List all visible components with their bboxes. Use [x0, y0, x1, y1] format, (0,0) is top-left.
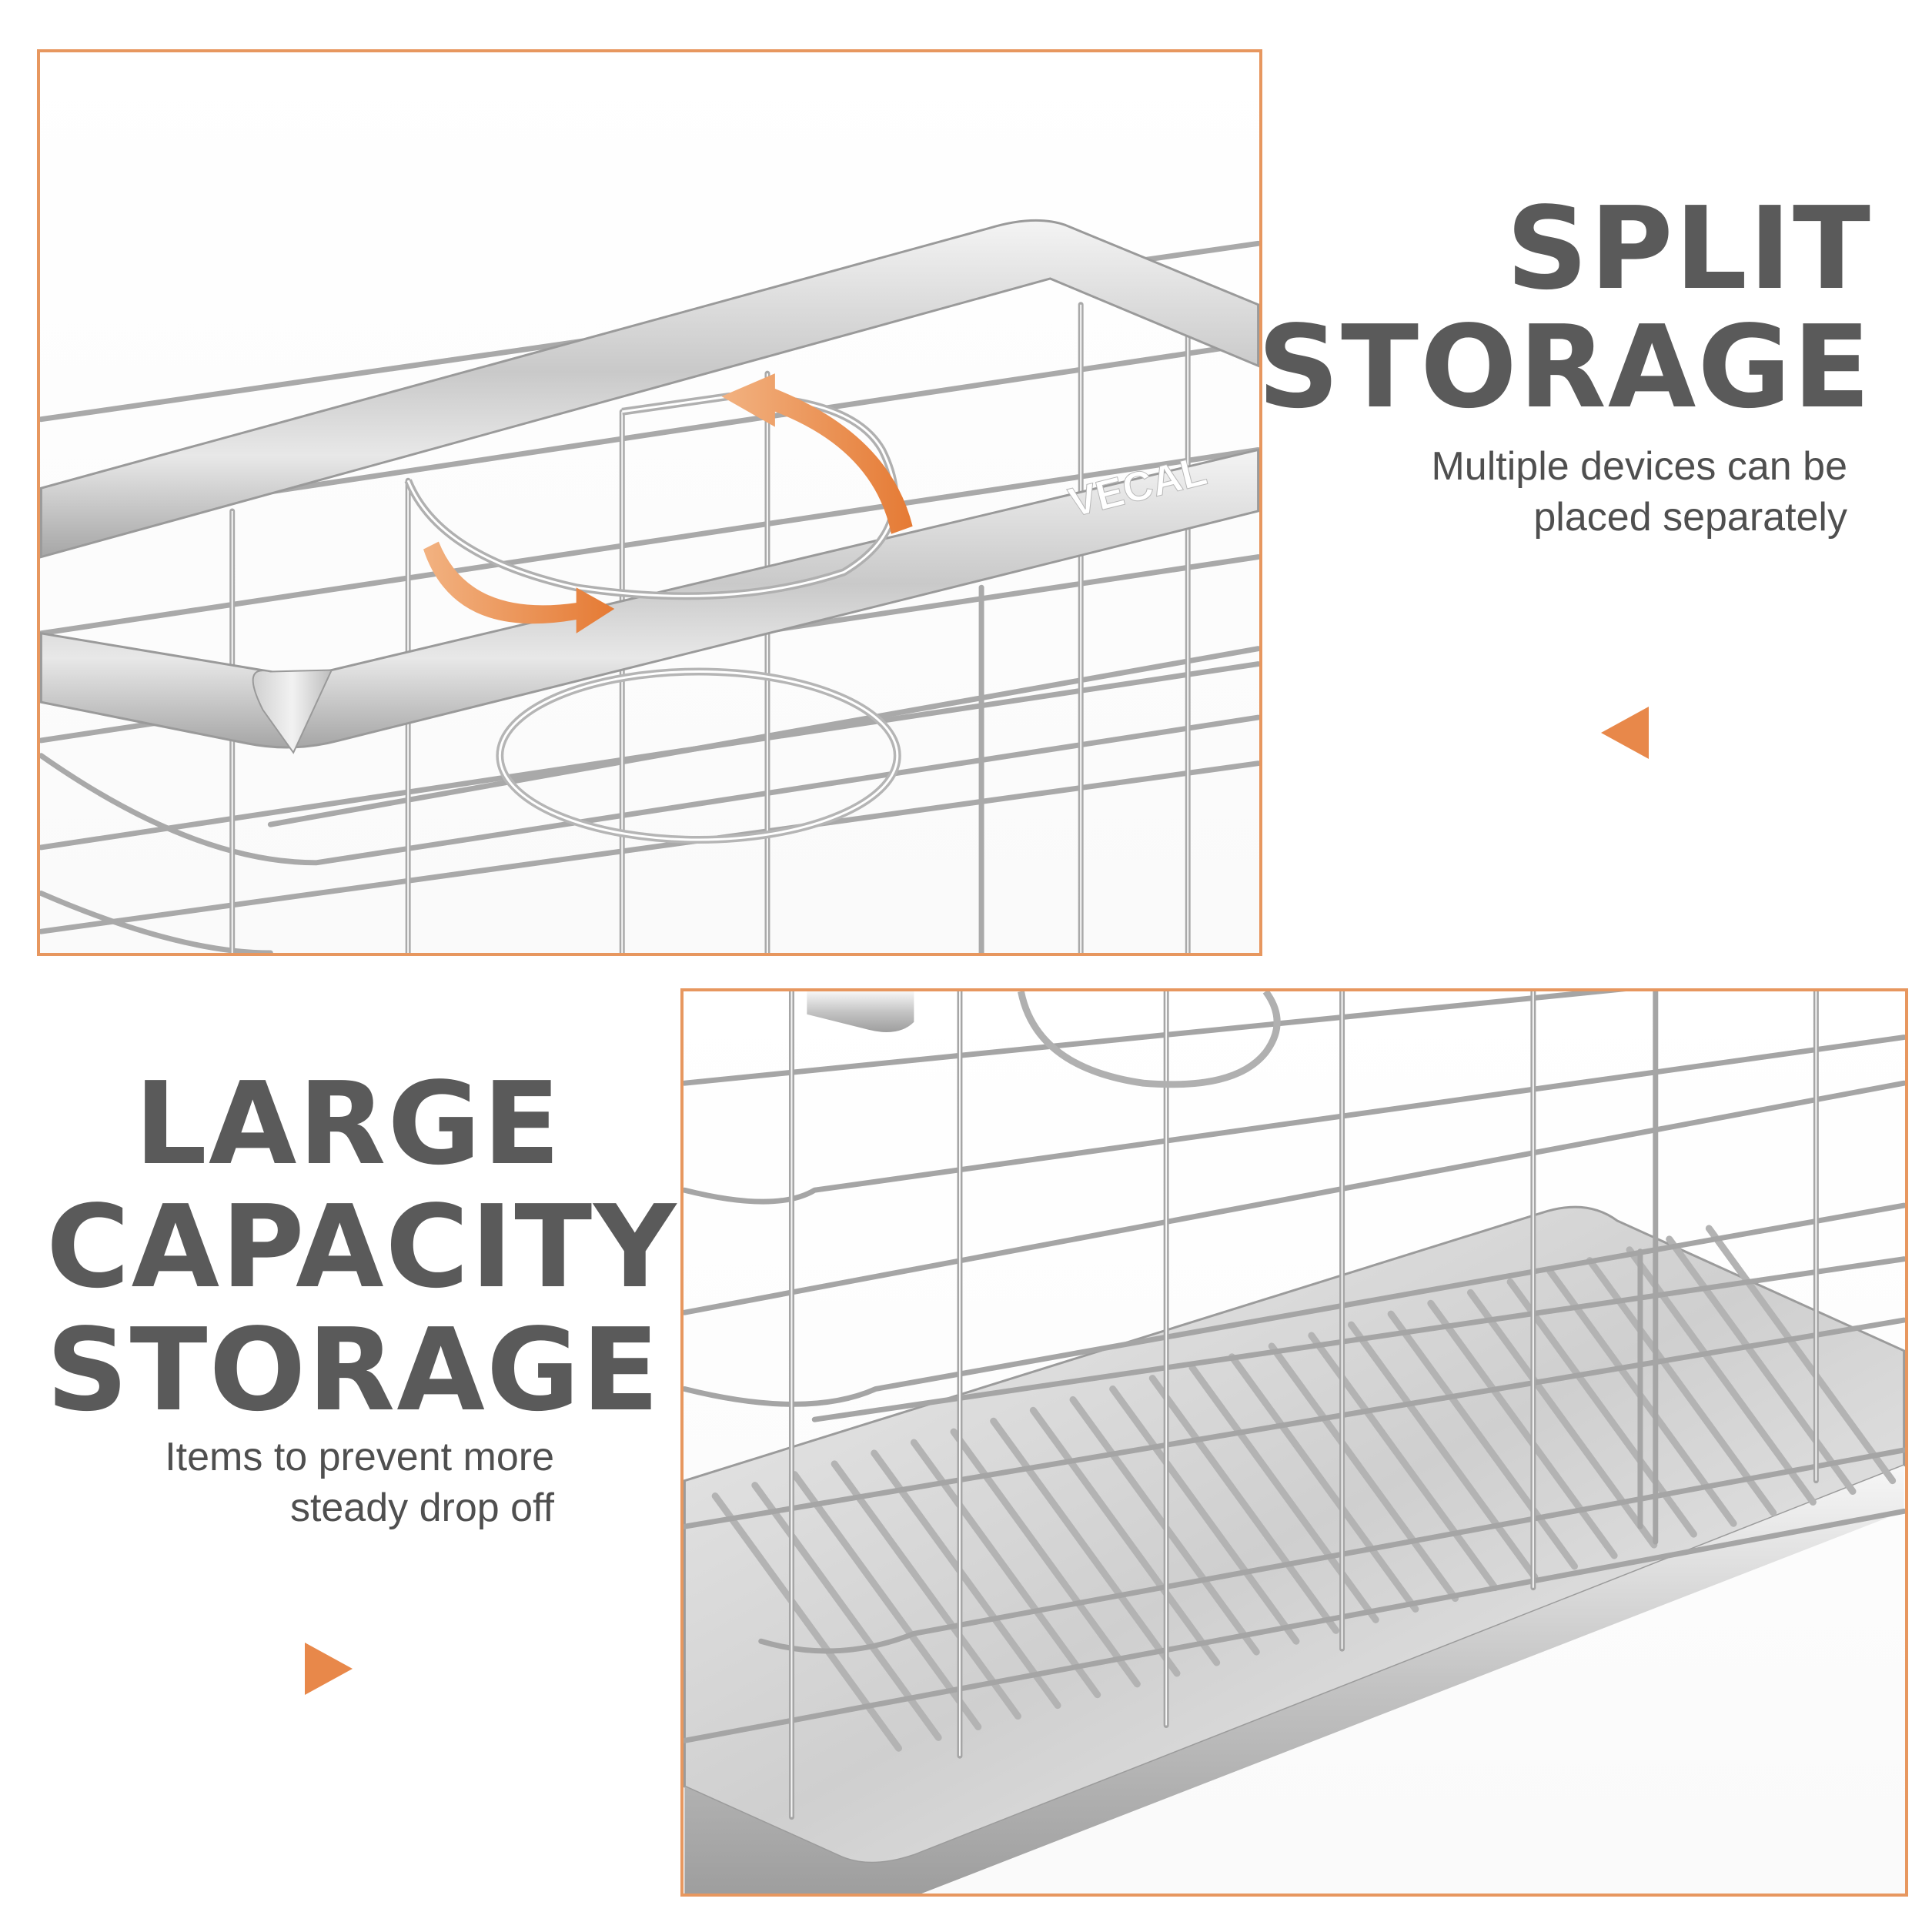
wire-basket-tray-illustration: [684, 991, 1905, 1894]
tray-rib: [1109, 1385, 1300, 1645]
tray-rib: [871, 1449, 1061, 1710]
tray-rib: [1188, 1364, 1379, 1623]
triangle-right-icon: [305, 1643, 353, 1695]
split-storage-title: SPLIT STORAGE: [1258, 189, 1872, 426]
tray-rib: [1666, 1235, 1857, 1496]
tray-rib: [831, 1460, 1021, 1720]
large-capacity-description: Items to prevent more steady drop off: [46, 1432, 554, 1533]
tray-rib: [751, 1482, 942, 1741]
title-line: STORAGE: [1257, 301, 1872, 433]
description-line: Items to prevent more: [165, 1435, 554, 1479]
title-line: STORAGE: [46, 1304, 661, 1436]
tray-rib: [1228, 1353, 1419, 1613]
description-line: placed separately: [1533, 495, 1847, 540]
description-line: Multiple devices can be: [1431, 444, 1847, 489]
tray-rib: [1427, 1299, 1618, 1559]
large-capacity-image: [680, 988, 1908, 1897]
split-storage-image: VECAL: [37, 49, 1262, 956]
tray-rib: [1029, 1406, 1221, 1666]
tray-rib: [1348, 1321, 1539, 1581]
tray-rib: [791, 1471, 982, 1730]
title-line: LARGE: [134, 1058, 562, 1190]
tray-rib: [1626, 1246, 1817, 1506]
split-storage-description: Multiple devices can be placed separatel…: [1309, 441, 1847, 543]
tray-rib: [990, 1417, 1181, 1677]
tray-rib: [1387, 1310, 1578, 1570]
title-line: SPLIT: [1506, 182, 1872, 315]
large-capacity-title: LARGE CAPACITY STORAGE: [46, 1058, 678, 1436]
rotate-arrows-icon: [423, 373, 913, 633]
tray-rib: [1705, 1225, 1897, 1485]
description-line: steady drop off: [289, 1486, 554, 1530]
tray-rib: [1268, 1342, 1459, 1603]
tray-rib: [1148, 1375, 1340, 1634]
title-line: CAPACITY: [46, 1181, 678, 1313]
triangle-left-icon: [1601, 707, 1649, 759]
wire-rack-top-illustration: VECAL: [40, 219, 1259, 953]
